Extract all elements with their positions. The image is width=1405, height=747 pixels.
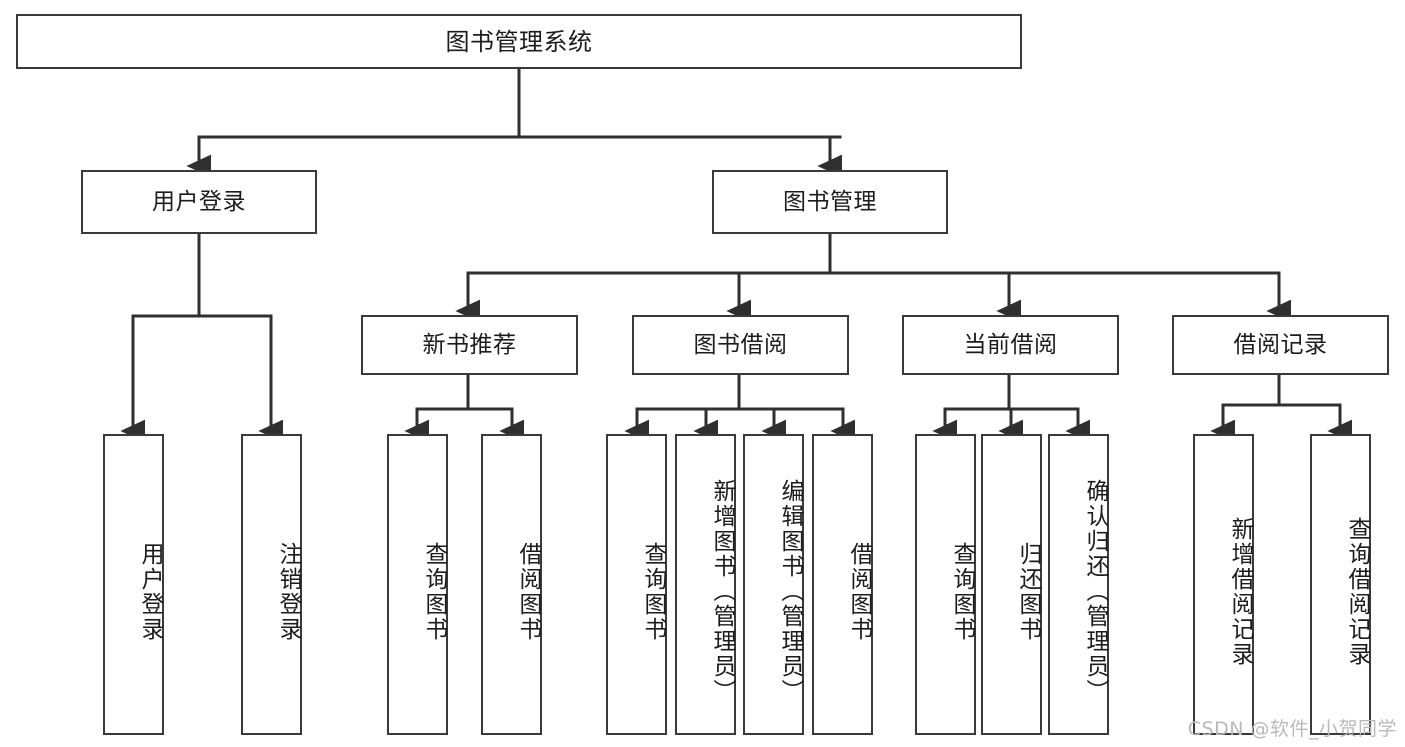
leaf-book-borrow-query[interactable]: 查询图书 bbox=[606, 434, 667, 735]
leaf-current-borrow-confirm-return[interactable]: 确认归还（管理员） bbox=[1048, 434, 1109, 735]
node-borrow-record[interactable]: 借阅记录 bbox=[1172, 315, 1389, 375]
leaf-book-borrow-add[interactable]: 新增图书（管理员） bbox=[675, 434, 736, 735]
leaf-current-borrow-query[interactable]: 查询图书 bbox=[915, 434, 976, 735]
node-book-manage[interactable]: 图书管理 bbox=[712, 170, 948, 234]
leaf-book-borrow-edit[interactable]: 编辑图书（管理员） bbox=[743, 434, 804, 735]
leaf-current-borrow-return[interactable]: 归还图书 bbox=[981, 434, 1042, 735]
leaf-borrow-record-query[interactable]: 查询借阅记录 bbox=[1310, 434, 1371, 735]
node-new-book-recommend[interactable]: 新书推荐 bbox=[361, 315, 578, 375]
leaf-borrow-record-add[interactable]: 新增借阅记录 bbox=[1193, 434, 1254, 735]
node-user-login[interactable]: 用户登录 bbox=[81, 170, 317, 234]
leaf-user-login-login[interactable]: 用户登录 bbox=[103, 434, 164, 735]
node-current-borrow[interactable]: 当前借阅 bbox=[902, 315, 1119, 375]
node-root[interactable]: 图书管理系统 bbox=[16, 14, 1022, 69]
leaf-new-book-query[interactable]: 查询图书 bbox=[387, 434, 448, 735]
leaf-book-borrow-borrow[interactable]: 借阅图书 bbox=[812, 434, 873, 735]
leaf-new-book-borrow[interactable]: 借阅图书 bbox=[481, 434, 542, 735]
leaf-user-login-logout[interactable]: 注销登录 bbox=[241, 434, 302, 735]
node-book-borrow[interactable]: 图书借阅 bbox=[632, 315, 849, 375]
